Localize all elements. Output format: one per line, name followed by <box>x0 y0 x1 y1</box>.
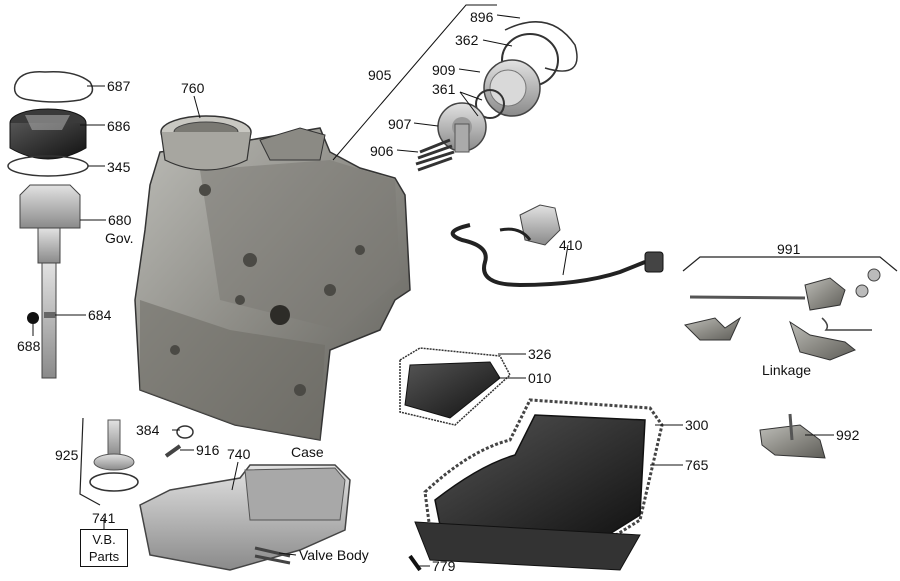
callout-684: 684 <box>88 307 112 323</box>
transmission-case <box>134 115 411 441</box>
valve-body <box>79 417 351 571</box>
callout-905: 905 <box>368 67 392 83</box>
callout-410: 410 <box>559 237 583 253</box>
callout-765: 765 <box>685 457 709 473</box>
callout-760: 760 <box>181 80 205 96</box>
label-gov: Gov. <box>105 230 134 246</box>
sensor-harness <box>450 204 664 288</box>
callout-991: 991 <box>777 241 801 257</box>
callout-326: 326 <box>528 346 552 362</box>
oil-filter <box>399 347 511 426</box>
callout-909: 909 <box>432 62 456 78</box>
callout-010: 010 <box>528 370 552 386</box>
callout-345: 345 <box>107 159 131 175</box>
callout-362: 362 <box>455 32 479 48</box>
label-linkage: Linkage <box>762 362 812 378</box>
callout-686: 686 <box>107 118 131 134</box>
vb-parts-line1: V.B. <box>92 532 116 547</box>
callout-906: 906 <box>370 143 394 159</box>
vb-parts-box: V.B. Parts <box>80 529 128 567</box>
label-valve-body: Valve Body <box>299 547 369 563</box>
label-case: Case <box>291 444 324 460</box>
callout-992: 992 <box>836 427 860 443</box>
detent-part <box>759 413 826 459</box>
callout-907: 907 <box>388 116 412 132</box>
servo-parts <box>415 21 578 172</box>
callout-688: 688 <box>17 338 41 354</box>
callout-779: 779 <box>432 558 456 574</box>
callout-925: 925 <box>55 447 79 463</box>
oil-pan <box>408 398 664 572</box>
callout-916: 916 <box>196 442 220 458</box>
callout-680: 680 <box>108 212 132 228</box>
callout-741: 741 <box>92 510 116 526</box>
linkage-parts <box>682 256 898 361</box>
vb-parts-line2: Parts <box>88 549 120 564</box>
callout-740: 740 <box>227 446 251 462</box>
governor-assembly <box>7 70 94 379</box>
leader-lines <box>32 4 834 567</box>
callout-384: 384 <box>136 422 160 438</box>
callout-687: 687 <box>107 78 131 94</box>
callout-361: 361 <box>432 81 456 97</box>
callout-896: 896 <box>470 9 494 25</box>
callout-300: 300 <box>685 417 709 433</box>
